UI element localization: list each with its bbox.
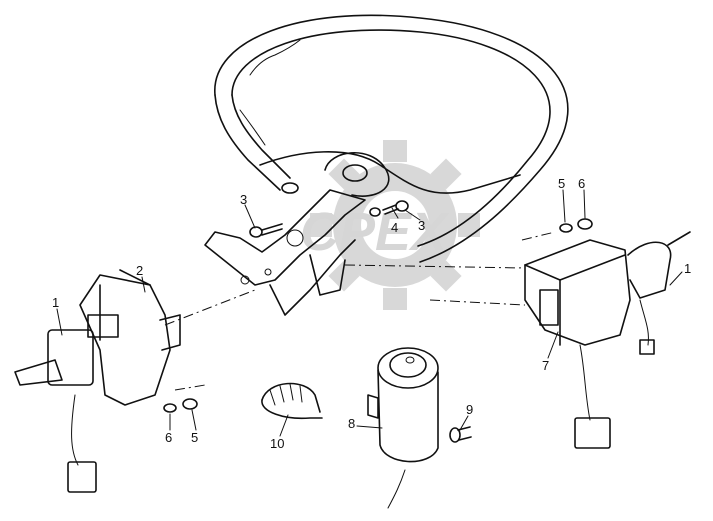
callout-2: 2 — [136, 263, 143, 278]
callout-7: 7 — [542, 358, 549, 373]
ignition-switch — [367, 347, 439, 509]
callout-1-right: 1 — [684, 261, 691, 276]
callout-3-left: 3 — [240, 192, 247, 207]
leader-lines — [56, 189, 683, 437]
callout-6-top: 6 — [578, 176, 585, 191]
alignment-lines — [164, 231, 556, 391]
callout-6-bottom: 6 — [165, 430, 172, 445]
cable-clamp — [261, 382, 323, 420]
watermark-logo: CPEX — [300, 202, 450, 262]
left-column-switch — [14, 269, 181, 493]
steering-wheel — [214, 14, 569, 263]
watermark: CPEX — [300, 140, 480, 310]
callout-3-right: 3 — [418, 218, 425, 233]
callout-5-bottom: 5 — [191, 430, 198, 445]
callout-4: 4 — [391, 220, 398, 235]
callouts: 1 2 3 3 4 5 6 1 7 6 5 10 8 9 — [52, 176, 691, 451]
right-nut-washer — [559, 218, 593, 233]
left-nut-washer — [163, 398, 198, 413]
callout-8: 8 — [348, 416, 355, 431]
screws — [249, 200, 409, 238]
callout-9: 9 — [466, 402, 473, 417]
callout-1-left: 1 — [52, 295, 59, 310]
callout-5-top: 5 — [558, 176, 565, 191]
callout-10: 10 — [270, 436, 284, 451]
mounting-bracket — [204, 189, 366, 316]
right-column-switch — [524, 231, 691, 449]
